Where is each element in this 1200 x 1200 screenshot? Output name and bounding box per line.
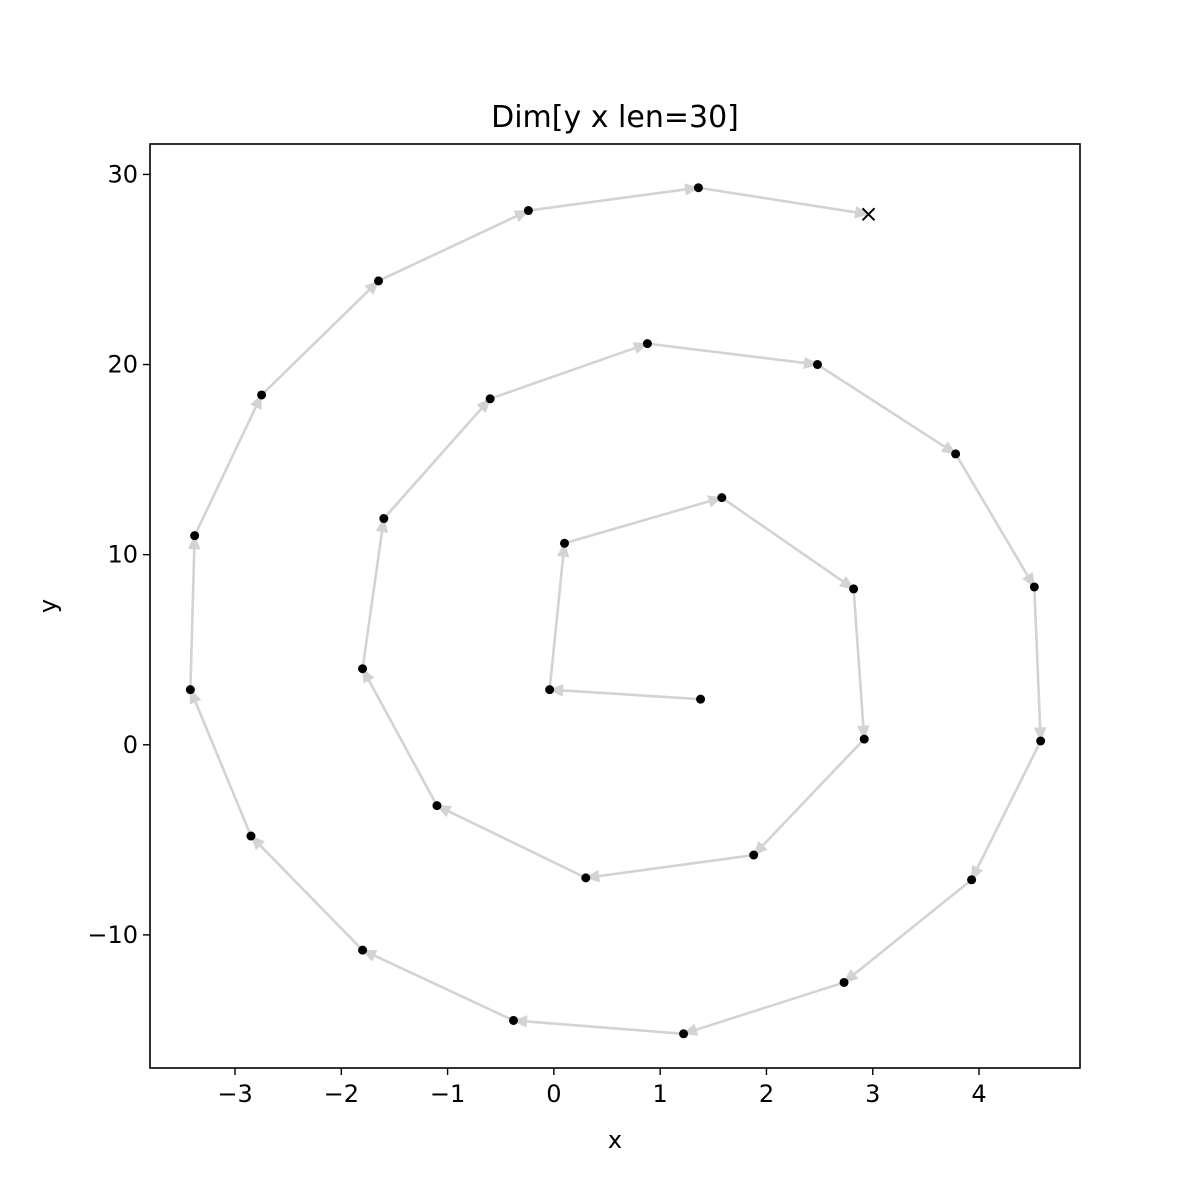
trajectory-arrow [564,495,724,545]
data-point [581,873,591,883]
trajectory-arrow [698,186,870,219]
x-tick-label: −3 [217,1080,252,1108]
data-point [257,390,267,400]
x-tick-label: 2 [759,1080,774,1108]
data-point [967,875,977,885]
trajectory-arrow [843,878,973,984]
trajectory-arrow [250,835,364,952]
x-tick-label: −1 [430,1080,465,1108]
plot-frame [149,143,1081,1069]
trajectory-arrow [193,393,263,537]
x-axis-label: x [608,1126,622,1154]
y-tick-label: −10 [87,921,138,949]
trajectory-arrow [361,667,439,807]
x-axis-ticks: −3 −2 −1 0 1 2 3 4 [217,1068,987,1108]
trajectory-arrow [816,363,957,455]
x-tick-label: 4 [971,1080,986,1108]
trajectory-arrow [512,1015,684,1036]
data-point [812,360,822,370]
data-point [485,394,495,404]
data-point [859,734,869,744]
data-point [849,584,859,594]
data-point [951,449,961,459]
trajectory-arrow [188,534,201,690]
trajectory-arrow [682,981,845,1036]
trajectory-arrow [489,342,649,400]
data-point [839,977,849,987]
data-point [190,531,200,541]
data-point [358,664,368,674]
end-marker [861,207,876,222]
x-tick-label: −2 [324,1080,359,1108]
data-point [560,538,570,548]
chart-title: Dim[y x len=30] [491,100,739,135]
trajectory-arrow [382,397,491,520]
trajectory-arrow [721,496,855,590]
data-point [358,945,368,955]
trajectory-arrow [528,183,700,212]
y-tick-label: 30 [107,160,138,188]
trajectory-arrow [647,342,819,370]
data-point [246,831,256,841]
data-point [717,493,727,503]
trajectory-arrow [361,949,515,1022]
data-point [693,183,703,193]
data-point [432,801,442,811]
trajectory-arrow [189,688,253,837]
data-point [679,1029,689,1039]
data-point [523,206,533,216]
data-point [696,694,706,704]
trajectory-arrow [548,684,701,701]
trajectory-arrow [260,279,380,396]
data-point [1029,582,1039,592]
x-tick-label: 3 [865,1080,880,1108]
x-tick-label: 0 [546,1080,561,1108]
trajectory-arrow [377,209,530,283]
trajectory-arrow [1032,586,1047,743]
trajectory-arrow [954,453,1035,589]
trajectory-arrow [971,740,1042,881]
trajectory-arrow [584,853,754,883]
y-tick-label: 10 [107,541,138,569]
data-point [545,685,555,695]
trajectory-arrow [548,541,570,690]
trajectory-arrow [435,805,587,880]
data-point [379,514,389,524]
arrow-layer [188,183,1047,1036]
data-point [642,339,652,349]
trajectory-arrow [752,738,866,856]
y-axis-ticks: −10 0 10 20 30 [87,160,150,949]
trajectory-arrow [361,517,389,669]
trajectory-arrow [852,588,870,741]
y-tick-label: 0 [123,731,138,759]
data-point [749,850,759,860]
data-point [508,1015,518,1025]
data-point [185,685,195,695]
marker-layer [185,183,1046,1039]
y-axis-label: y [34,599,62,613]
x-tick-label: 1 [653,1080,668,1108]
data-point [374,276,384,286]
data-point [1036,736,1046,746]
y-tick-label: 20 [107,351,138,379]
